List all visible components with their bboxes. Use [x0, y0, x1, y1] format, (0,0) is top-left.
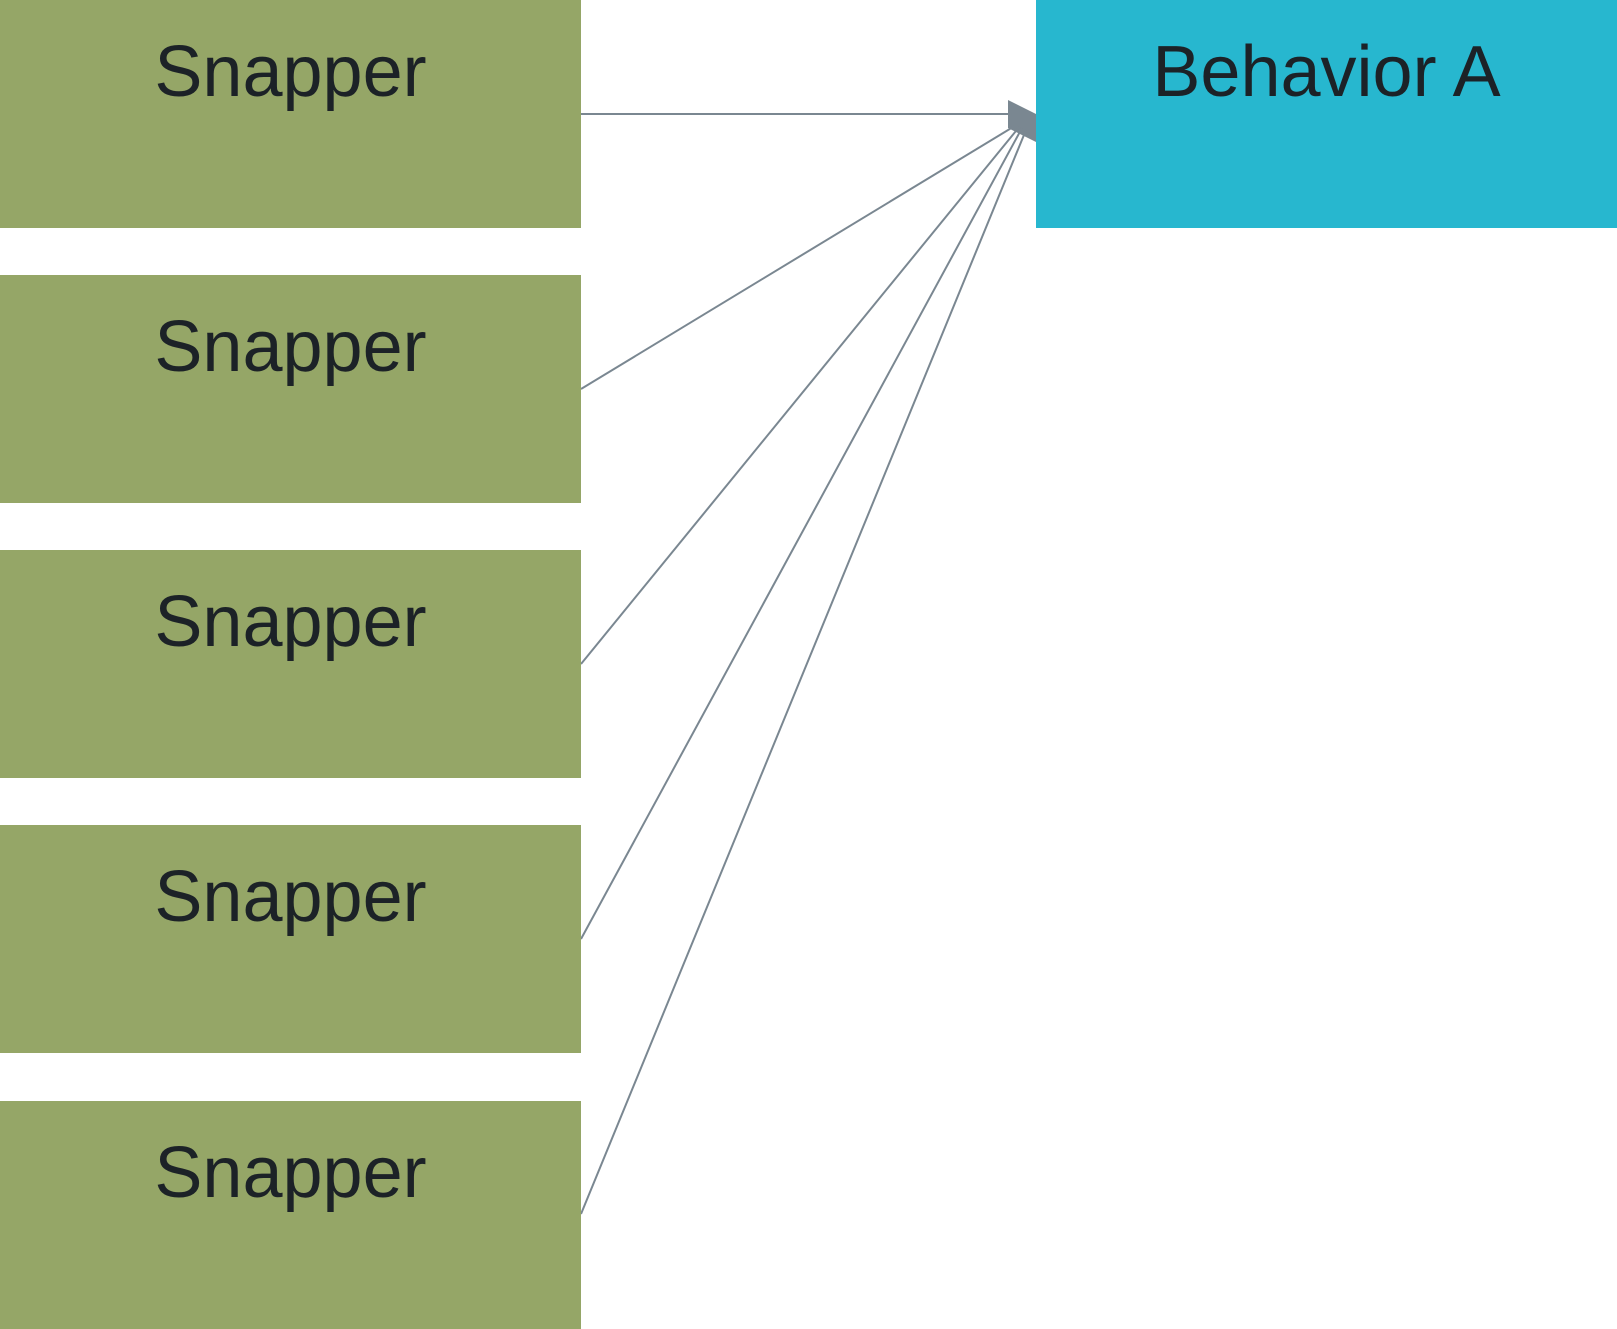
connector-snapper-4: [580, 127, 1023, 940]
snapper-node[interactable]: Snapper: [0, 275, 581, 503]
behavior-label: Behavior A: [1152, 32, 1501, 112]
snapper-label: Snapper: [154, 1133, 427, 1213]
connector-snapper-3: [580, 125, 1021, 665]
snapper-node[interactable]: Snapper: [0, 825, 581, 1053]
snapper-label: Snapper: [154, 307, 427, 387]
snapper-node[interactable]: Snapper: [0, 0, 581, 228]
behavior-node[interactable]: Behavior A: [1036, 0, 1617, 228]
connector-snapper-5: [580, 129, 1027, 1215]
snapper-label: Snapper: [154, 582, 427, 662]
snapper-node[interactable]: Snapper: [0, 550, 581, 778]
snapper-label: Snapper: [154, 32, 427, 112]
arrowhead-icon: [1008, 100, 1036, 142]
snapper-node[interactable]: Snapper: [0, 1101, 581, 1329]
snapper-label: Snapper: [154, 857, 427, 937]
connector-snapper-2: [580, 123, 1019, 390]
